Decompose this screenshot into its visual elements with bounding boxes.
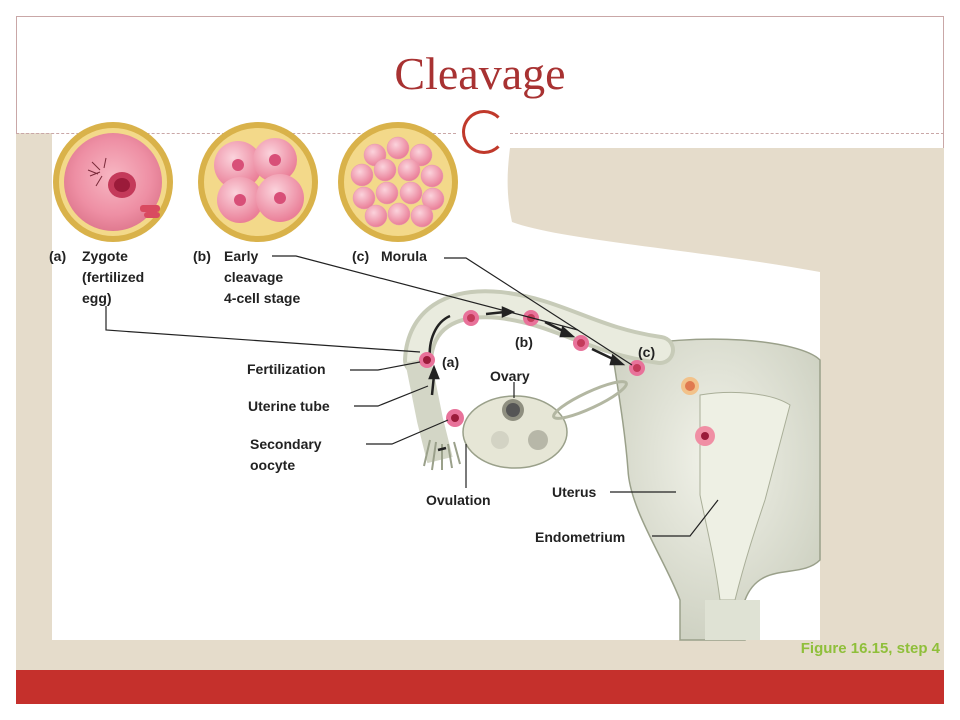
marker-a: (a) <box>442 354 460 370</box>
stage-b-letter: (b) <box>193 248 211 264</box>
ring-ornament-icon <box>462 110 506 154</box>
stage-a-line1: Zygote <box>82 248 128 264</box>
stage-a-line3: egg) <box>82 290 112 306</box>
stage-c-line1: Morula <box>381 248 427 264</box>
stage-c-letter: (c) <box>352 248 370 264</box>
label-ovulation: Ovulation <box>426 492 491 508</box>
beige-panel-right <box>820 270 944 670</box>
beige-panel-left <box>16 148 52 670</box>
label-fertilization: Fertilization <box>247 361 326 377</box>
stage-b-line1: Early <box>224 248 259 264</box>
label-secondary-oocyte-2: oocyte <box>250 457 296 473</box>
divider-right <box>510 133 944 134</box>
label-ovary: Ovary <box>490 368 530 384</box>
figure-caption: Figure 16.15, step 4 <box>800 640 940 657</box>
zygote-image <box>53 122 173 242</box>
morula-image <box>338 122 458 242</box>
stage-a-letter: (a) <box>49 248 67 264</box>
stage-b-line2: cleavage <box>224 269 284 285</box>
beige-panel-top <box>16 640 944 670</box>
marker-c: (c) <box>638 344 656 360</box>
stage-b-line3: 4-cell stage <box>224 290 301 306</box>
four-cell-image <box>198 122 318 242</box>
stage-a-line2: (fertilized <box>82 269 145 285</box>
label-secondary-oocyte-1: Secondary <box>250 436 322 452</box>
label-endometrium: Endometrium <box>535 529 626 545</box>
footer-bar <box>16 670 944 704</box>
label-uterine-tube: Uterine tube <box>248 398 330 414</box>
page-title: Cleavage <box>394 48 566 99</box>
label-uterus: Uterus <box>552 484 597 500</box>
marker-b: (b) <box>515 334 533 350</box>
